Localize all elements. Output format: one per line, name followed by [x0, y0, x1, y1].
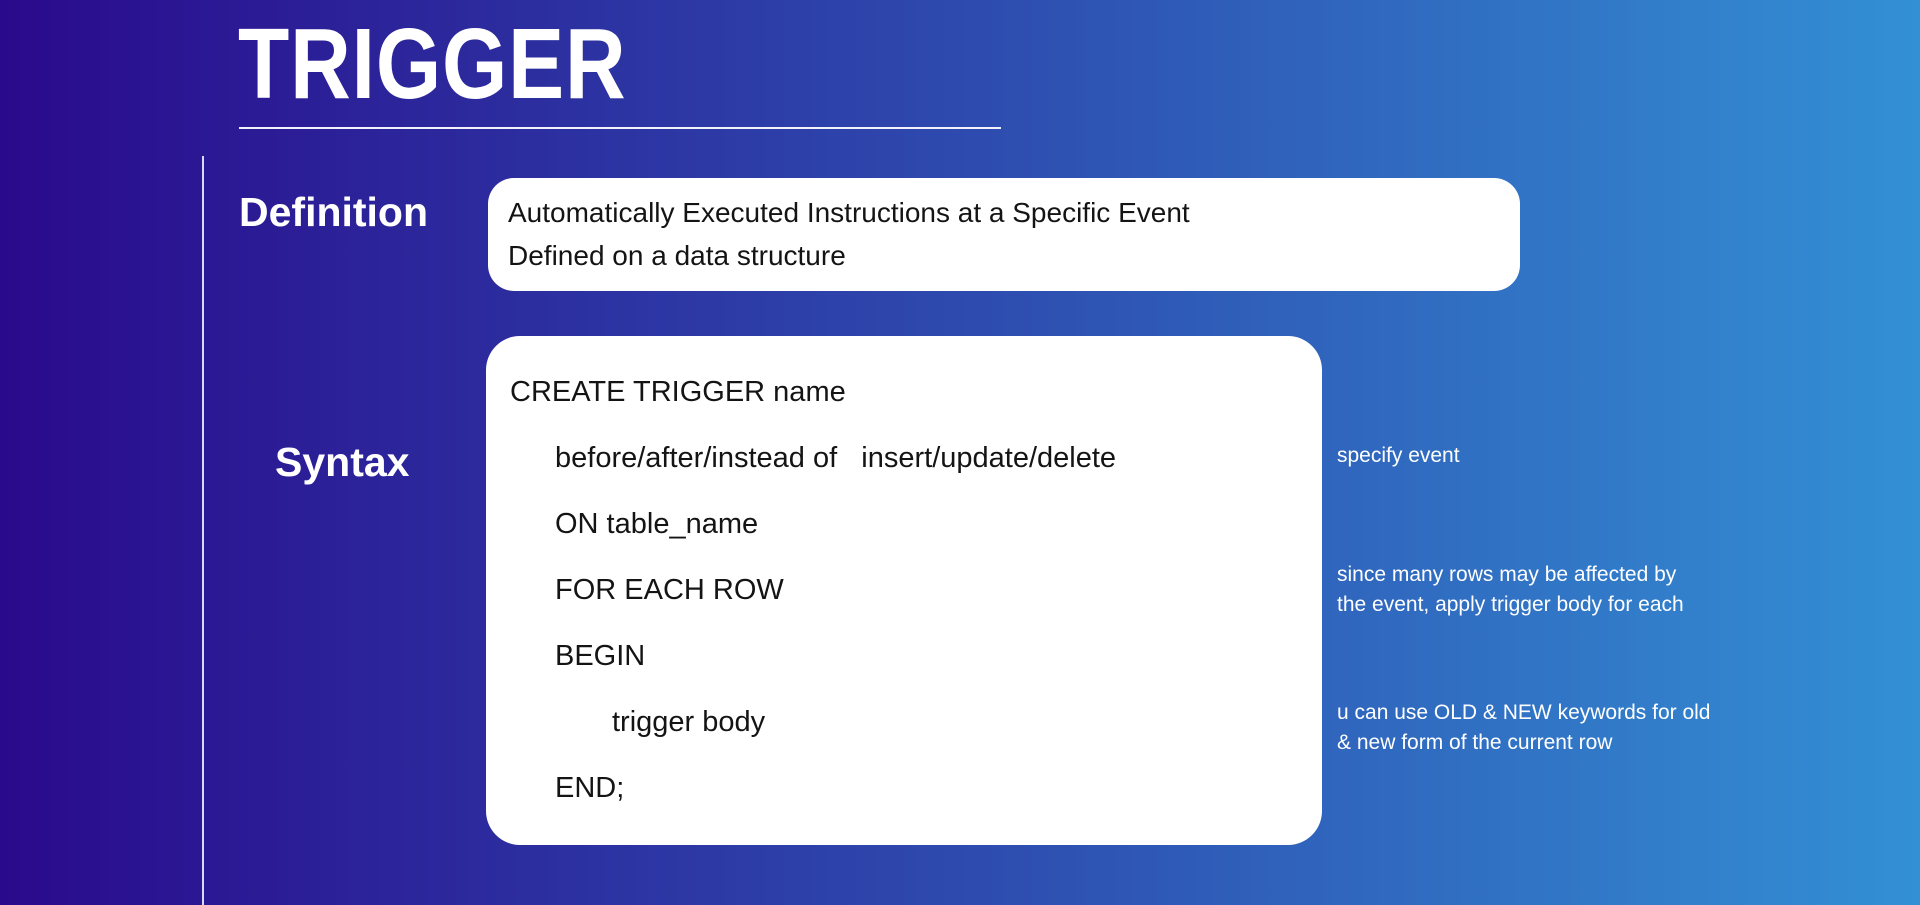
syntax-line-create-trigger: CREATE TRIGGER name	[510, 376, 846, 408]
syntax-line-begin: BEGIN	[555, 640, 646, 672]
definition-text-line: Automatically Executed Instructions at a…	[508, 197, 1190, 228]
syntax-label: Syntax	[275, 439, 410, 485]
syntax-line-on-table: ON table_name	[555, 508, 759, 540]
syntax-line-event-timing: before/after/instead of insert/update/de…	[555, 442, 1117, 474]
syntax-line-end: END;	[555, 772, 625, 804]
annotation-line: the event, apply trigger body for each	[1337, 593, 1684, 616]
syntax-card: CREATE TRIGGER name before/after/instead…	[486, 336, 1322, 845]
annotation-for-each-row: since many rows may be affected by the e…	[1337, 560, 1877, 620]
annotation-specify-event: specify event	[1337, 441, 1877, 471]
page-title: TRIGGER	[238, 8, 627, 120]
annotation-old-new-keywords: u can use OLD & NEW keywords for old & n…	[1337, 698, 1877, 758]
title-underline	[239, 127, 1001, 129]
annotation-line: specify event	[1337, 444, 1460, 467]
definition-label: Definition	[239, 189, 429, 235]
vertical-divider	[202, 156, 204, 905]
annotation-line: since many rows may be affected by	[1337, 563, 1677, 586]
definition-card: Automatically Executed Instructions at a…	[488, 178, 1520, 291]
syntax-line-trigger-body: trigger body	[612, 706, 766, 738]
annotation-line: u can use OLD & NEW keywords for old	[1337, 701, 1711, 724]
syntax-line-for-each-row: FOR EACH ROW	[555, 574, 784, 606]
annotation-line: & new form of the current row	[1337, 731, 1613, 754]
definition-text-line: Defined on a data structure	[508, 240, 846, 271]
